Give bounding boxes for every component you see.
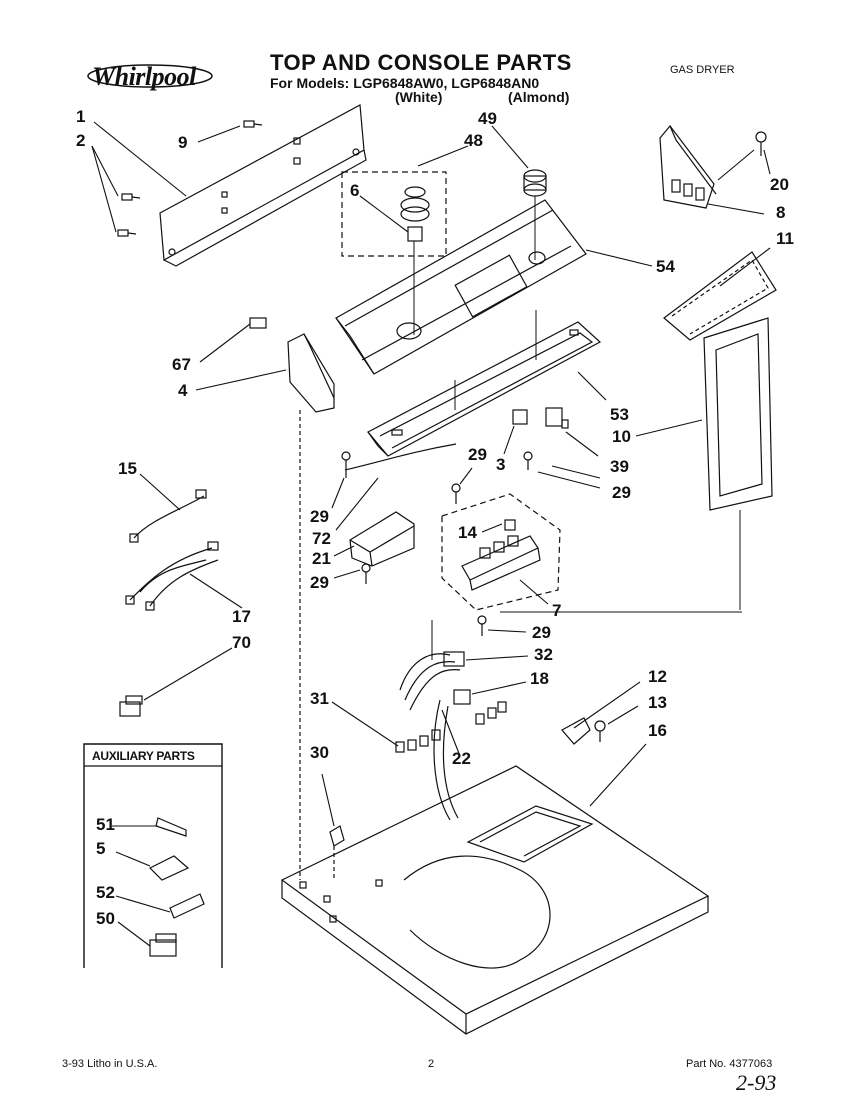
callout-53: 53 — [610, 405, 629, 424]
screw-2a — [121, 193, 141, 201]
callout-54: 54 — [656, 257, 675, 276]
part-8-bracket — [659, 125, 717, 209]
callout-48: 48 — [464, 131, 483, 150]
part-72-wire — [344, 443, 457, 471]
screw-29b — [451, 483, 461, 504]
callout-18: 18 — [530, 669, 549, 688]
callout-13: 13 — [648, 693, 667, 712]
footer-page-number: 2 — [428, 1058, 435, 1070]
callout-30: 30 — [310, 743, 329, 762]
part-12-clip — [561, 717, 591, 745]
part-1-bracket — [159, 104, 365, 261]
part-67-clip — [249, 317, 267, 329]
part-50-plug — [149, 933, 177, 957]
part-16-top-panel — [280, 765, 710, 1035]
callout-1: 1 — [76, 107, 86, 126]
callout-7: 7 — [552, 601, 562, 620]
part-5-connector — [148, 855, 190, 881]
callout-72: 72 — [312, 529, 331, 548]
callout-9: 9 — [178, 133, 188, 152]
part-10-housing — [703, 317, 773, 610]
callout-67: 67 — [172, 355, 191, 374]
callout-52: 52 — [96, 883, 115, 902]
model-numbers: For Models: LGP6848AW0, LGP6848AN0 — [270, 75, 540, 91]
callout-14: 14 — [458, 523, 477, 542]
screw-2b — [117, 229, 137, 237]
part-3-switch — [512, 409, 528, 425]
variant-white: (White) — [395, 89, 443, 105]
callout-17: 17 — [232, 607, 251, 626]
footer-part-number: Part No. 4377063 — [686, 1058, 773, 1070]
callout-8: 8 — [776, 203, 786, 222]
part-18-bracket — [453, 689, 471, 705]
logo-swoosh — [87, 64, 213, 88]
part-20-screw — [755, 131, 767, 156]
part-30-bracket — [329, 825, 345, 847]
auxiliary-parts-title: AUXILIARY PARTS — [92, 749, 195, 763]
screw-29d — [361, 563, 371, 584]
callout-29-upper: 29 — [468, 445, 487, 464]
part-11-filter — [663, 251, 777, 341]
callout-51: 51 — [96, 815, 115, 834]
part-51-terminal — [155, 817, 187, 837]
callout-70: 70 — [232, 633, 251, 652]
part-14-knob — [504, 519, 516, 531]
callout-39: 39 — [610, 457, 629, 476]
callout-50: 50 — [96, 909, 115, 928]
callout-2: 2 — [76, 131, 86, 150]
part-53-frame — [367, 321, 602, 457]
part-70-connector — [119, 695, 143, 717]
page-title: TOP AND CONSOLE PARTS — [270, 50, 572, 75]
part-52-terminal — [169, 893, 205, 919]
callout-11: 11 — [776, 229, 794, 248]
part-31-harness — [399, 653, 461, 821]
screw-29e — [477, 615, 487, 636]
part-21-timer — [349, 511, 415, 567]
part-17-harness — [129, 547, 219, 607]
callout-10: 10 — [612, 427, 631, 446]
footer-date-litho: 3-93 Litho in U.S.A. — [62, 1058, 158, 1070]
part-7-board-box — [441, 493, 561, 611]
handwritten-date: 2-93 — [736, 1070, 777, 1095]
callout-49: 49 — [478, 109, 497, 128]
part-13-screw — [594, 720, 606, 742]
part-22-terminals — [395, 701, 507, 753]
callout-22: 22 — [452, 749, 471, 768]
variant-almond: (Almond) — [508, 89, 570, 105]
screw-9 — [243, 120, 263, 128]
part-49-knob — [523, 169, 547, 197]
callout-16: 16 — [648, 721, 667, 740]
callout-6: 6 — [350, 181, 360, 200]
callout-29-right: 29 — [612, 483, 631, 502]
part-15-wire — [133, 495, 205, 539]
callout-4: 4 — [178, 381, 188, 400]
screw-29a — [341, 451, 351, 478]
part-39-relay — [545, 407, 569, 429]
part-7-board — [461, 535, 541, 591]
callout-32: 32 — [534, 645, 553, 664]
callout-29-board: 29 — [532, 623, 551, 642]
callout-5: 5 — [96, 839, 106, 858]
callout-15: 15 — [118, 459, 137, 478]
part-48-knob-box — [341, 171, 447, 257]
part-4-endcap — [287, 333, 335, 413]
part-32-connector — [443, 651, 465, 667]
callout-3: 3 — [496, 455, 506, 474]
document-type: GAS DRYER — [670, 64, 735, 76]
callout-20: 20 — [770, 175, 789, 194]
callout-31: 31 — [310, 689, 329, 708]
auxiliary-box — [83, 743, 223, 968]
callout-29-left: 29 — [310, 507, 329, 526]
screw-29c — [523, 451, 533, 470]
part-54-console — [335, 199, 587, 375]
callout-29-timer: 29 — [310, 573, 329, 592]
callout-21: 21 — [312, 549, 331, 568]
callout-12: 12 — [648, 667, 667, 686]
